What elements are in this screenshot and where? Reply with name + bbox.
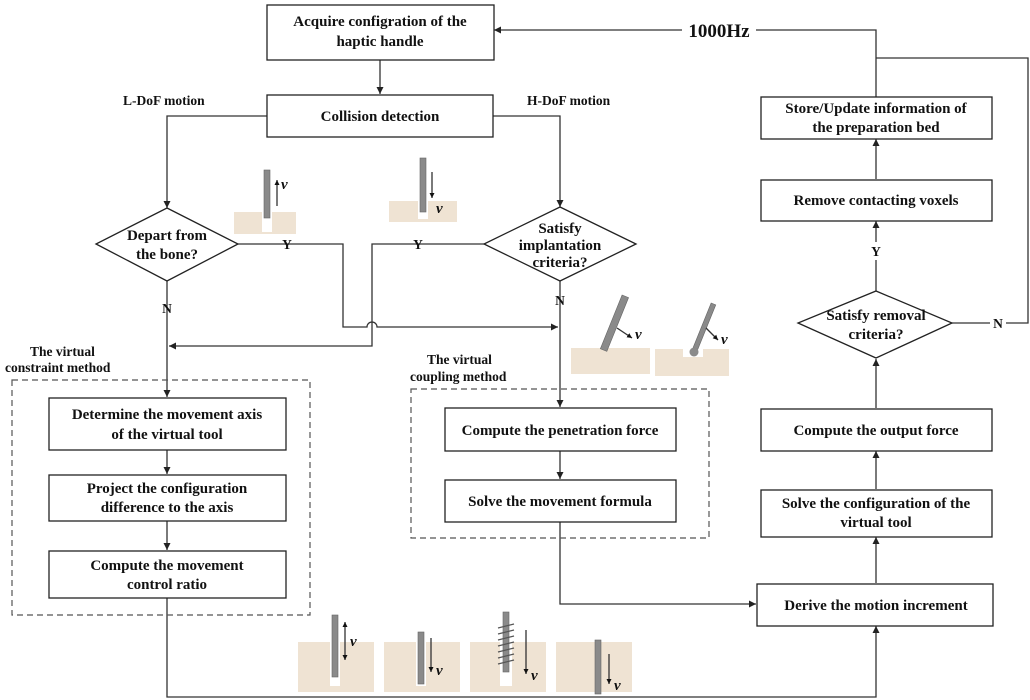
coupling-group-caption-line1: The virtual [427,352,492,367]
node-store-line1: Store/Update information of [785,101,967,117]
node-depart-line2: the bone? [136,247,198,263]
illustration-coupling-1: v [571,294,650,374]
node-penetration: Compute the penetration force [444,407,677,452]
node-acquire-line1: Acquire configration of the [293,14,467,30]
constraint-group-caption-line2: constraint method [5,360,111,375]
edge-ratio-to-increment [166,598,880,698]
node-axis-line2: of the virtual tool [111,427,222,443]
constraint-method-group [11,379,311,616]
edge-depart-yes [238,243,558,331]
illustration-bottom-4: v [556,639,632,695]
node-removal: Satisfy removal criteria? [796,290,954,359]
node-axis-line1: Determine the movement axis [72,407,263,423]
node-increment: Derive the motion increment [756,583,994,627]
node-acquire: Acquire configration of the haptic handl… [266,4,495,61]
edge-label-removal-yes: Y [871,244,881,259]
node-acquire-line2: haptic handle [336,34,423,50]
node-remove-label: Remove contacting voxels [794,193,959,209]
illustration-coupling-2: v [655,302,729,376]
constraint-group-caption-line1: The virtual [30,344,95,359]
node-config-line1: Solve the configuration of the [782,496,971,512]
removal-no-mask [990,314,1006,332]
node-store: Store/Update information of the preparat… [760,96,993,140]
node-project: Project the configuration difference to … [48,474,287,522]
node-config: Solve the configuration of the virtual t… [760,489,993,538]
illustration-bottom-1: v [298,614,374,692]
illustration-bottom-3-v: v [531,668,538,684]
illustration-bottom-3: v [470,611,546,692]
illustration-bottom-2-v: v [436,663,443,679]
node-formula-label: Solve the movement formula [468,494,652,510]
node-collision-label: Collision detection [321,109,440,125]
edge-implant-yes [169,243,484,350]
node-ratio-line2: control ratio [127,577,207,593]
node-remove: Remove contacting voxels [760,179,993,222]
node-project-line1: Project the configuration [87,481,248,497]
node-increment-label: Derive the motion increment [784,598,967,614]
node-output-label: Compute the output force [793,423,958,439]
edge-label-rate: 1000Hz [688,21,750,42]
node-implant-line1: Satisfy [538,221,582,237]
node-removal-line2: criteria? [849,327,904,343]
edge-label-implant-yes: Y [413,237,423,252]
illustration-coupling-2-v: v [721,332,728,348]
illustration-depart-v: v [281,177,288,193]
node-collision: Collision detection [266,94,494,138]
node-ratio-line1: Compute the movement [90,558,243,574]
node-depart: Depart from the bone? [94,207,240,282]
coupling-group-caption-line2: coupling method [410,369,507,384]
node-config-line2: virtual tool [840,515,911,531]
coupling-method-group [410,388,710,539]
node-output: Compute the output force [760,408,993,452]
node-store-line2: the preparation bed [812,120,940,136]
illustration-bottom-1-v: v [350,634,357,650]
node-implant: Satisfy implantation criteria? [482,206,638,282]
node-implant-line3: criteria? [533,255,588,271]
node-implant-line2: implantation [519,238,602,254]
node-depart-line1: Depart from [127,228,208,244]
node-axis: Determine the movement axis of the virtu… [48,397,287,451]
illustration-bottom-4-v: v [614,678,621,694]
node-ratio: Compute the movement control ratio [48,550,287,599]
edge-label-ldof: L-DoF motion [123,93,205,108]
edge-label-depart-yes: Y [282,237,292,252]
node-penetration-label: Compute the penetration force [462,423,659,439]
edge-collision-to-implant [493,115,564,207]
edge-label-hdof: H-DoF motion [527,93,611,108]
edge-collision-to-depart [163,115,267,208]
removal-yes-mask [868,242,884,260]
illustration-depart: v [234,169,296,234]
rate-label-mask [682,20,756,42]
illustration-coupling-1-v: v [635,327,642,343]
edge-label-removal-no: N [993,316,1003,331]
edge-store-to-acquire [494,26,877,97]
edge-formula-to-increment [559,522,756,608]
node-project-line2: difference to the axis [101,500,234,516]
edge-label-depart-no: N [162,301,172,316]
illustration-bottom-2: v [384,631,460,692]
edge-label-implant-no: N [555,293,565,308]
node-formula: Solve the movement formula [444,479,677,523]
illustration-implant: v [389,157,457,222]
node-removal-line1: Satisfy removal [826,308,925,324]
illustration-implant-v: v [436,201,443,217]
